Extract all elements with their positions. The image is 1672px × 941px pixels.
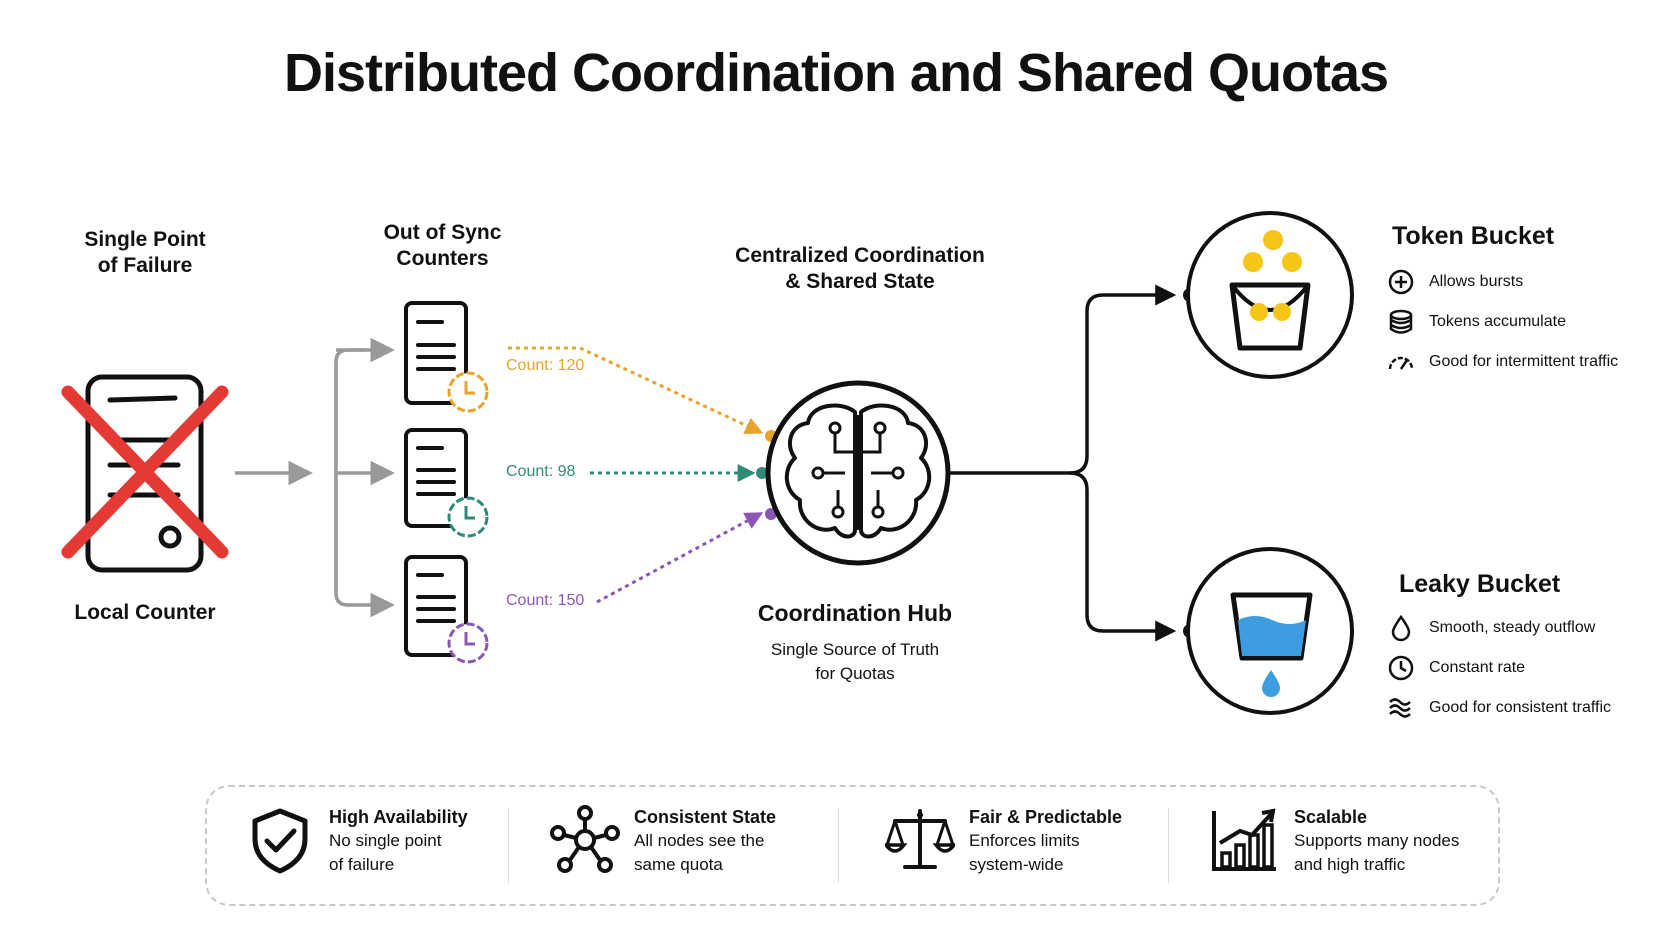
token-bucket-icon bbox=[1186, 211, 1354, 379]
benefit-title: Scalable bbox=[1294, 807, 1368, 827]
droplet-icon bbox=[1391, 614, 1411, 642]
counter-label-3: Count: 150 bbox=[506, 592, 585, 609]
benefit-high-availability: High Availability No single point of fai… bbox=[245, 805, 468, 877]
benefit-desc: All nodes see the same quota bbox=[634, 831, 765, 874]
leaky-bucket-icon bbox=[1186, 547, 1354, 715]
token-bucket-title: Token Bucket bbox=[1392, 222, 1555, 250]
leaky-feature-3-text: Good for consistent traffic bbox=[1429, 699, 1612, 716]
coin-stack-icon bbox=[1389, 309, 1413, 334]
benefit-desc: Enforces limits system-wide bbox=[969, 831, 1080, 874]
token-feature-2-text: Tokens accumulate bbox=[1429, 313, 1566, 330]
brain-hub-icon bbox=[765, 380, 951, 566]
leaky-feature-1: Smooth, steady outflow bbox=[1387, 614, 1595, 642]
panel-divider bbox=[508, 808, 509, 883]
counter-label-1: Count: 120 bbox=[506, 357, 585, 374]
failure-cross-icon bbox=[61, 385, 229, 559]
panel-divider bbox=[838, 808, 839, 883]
panel-divider bbox=[1168, 808, 1169, 883]
leaky-bucket-title: Leaky Bucket bbox=[1399, 570, 1561, 598]
server-node-1 bbox=[404, 301, 489, 413]
token-feature-1-text: Allows bursts bbox=[1429, 273, 1524, 290]
server-node-3 bbox=[404, 555, 489, 664]
out-of-sync-heading: Out of Sync Counters bbox=[383, 221, 502, 270]
shield-check-icon bbox=[252, 808, 308, 874]
bucket-connections bbox=[948, 284, 1177, 642]
growth-chart-icon bbox=[1212, 808, 1276, 871]
server-node-2 bbox=[404, 428, 489, 538]
waves-icon bbox=[1389, 698, 1411, 718]
centralized-heading: Centralized Coordination & Shared State bbox=[735, 244, 985, 293]
token-feature-1: Allows bursts bbox=[1387, 268, 1523, 296]
benefits-panel bbox=[205, 785, 1500, 906]
leaky-feature-2-text: Constant rate bbox=[1429, 659, 1526, 676]
single-point-heading: Single Point of Failure bbox=[84, 228, 206, 277]
leaky-feature-2: Constant rate bbox=[1387, 654, 1525, 682]
plus-circle-icon bbox=[1388, 269, 1414, 295]
counter-label-2: Count: 98 bbox=[506, 463, 576, 480]
hub-description: Single Source of Truth for Quotas bbox=[770, 640, 940, 683]
clock-icon bbox=[1388, 655, 1414, 681]
benefit-consistent-state: Consistent State All nodes see the same … bbox=[550, 805, 776, 877]
leaky-feature-3: Good for consistent traffic bbox=[1387, 694, 1611, 722]
hub-name: Coordination Hub bbox=[757, 600, 953, 626]
distribution-arrows bbox=[235, 337, 395, 618]
token-feature-3: Good for intermittent traffic bbox=[1387, 348, 1618, 376]
token-feature-2: Tokens accumulate bbox=[1387, 308, 1566, 336]
leaky-feature-1-text: Smooth, steady outflow bbox=[1429, 619, 1596, 636]
benefit-title: High Availability bbox=[329, 807, 468, 827]
page-title: Distributed Coordination and Shared Quot… bbox=[283, 43, 1389, 103]
benefit-title: Fair & Predictable bbox=[969, 807, 1123, 827]
local-counter-label: Local Counter bbox=[74, 601, 216, 624]
benefit-fair-predictable: Fair & Predictable Enforces limits syste… bbox=[885, 805, 1122, 877]
gauge-icon bbox=[1388, 356, 1414, 370]
benefit-desc: Supports many nodes and high traffic bbox=[1294, 831, 1460, 874]
benefit-title: Consistent State bbox=[634, 807, 777, 827]
benefit-desc: No single point of failure bbox=[329, 831, 442, 874]
benefit-scalable: Scalable Supports many nodes and high tr… bbox=[1210, 805, 1459, 877]
sync-connections bbox=[508, 346, 764, 604]
scales-icon bbox=[885, 809, 955, 869]
network-icon bbox=[550, 805, 620, 873]
token-feature-3-text: Good for intermittent traffic bbox=[1429, 353, 1619, 370]
